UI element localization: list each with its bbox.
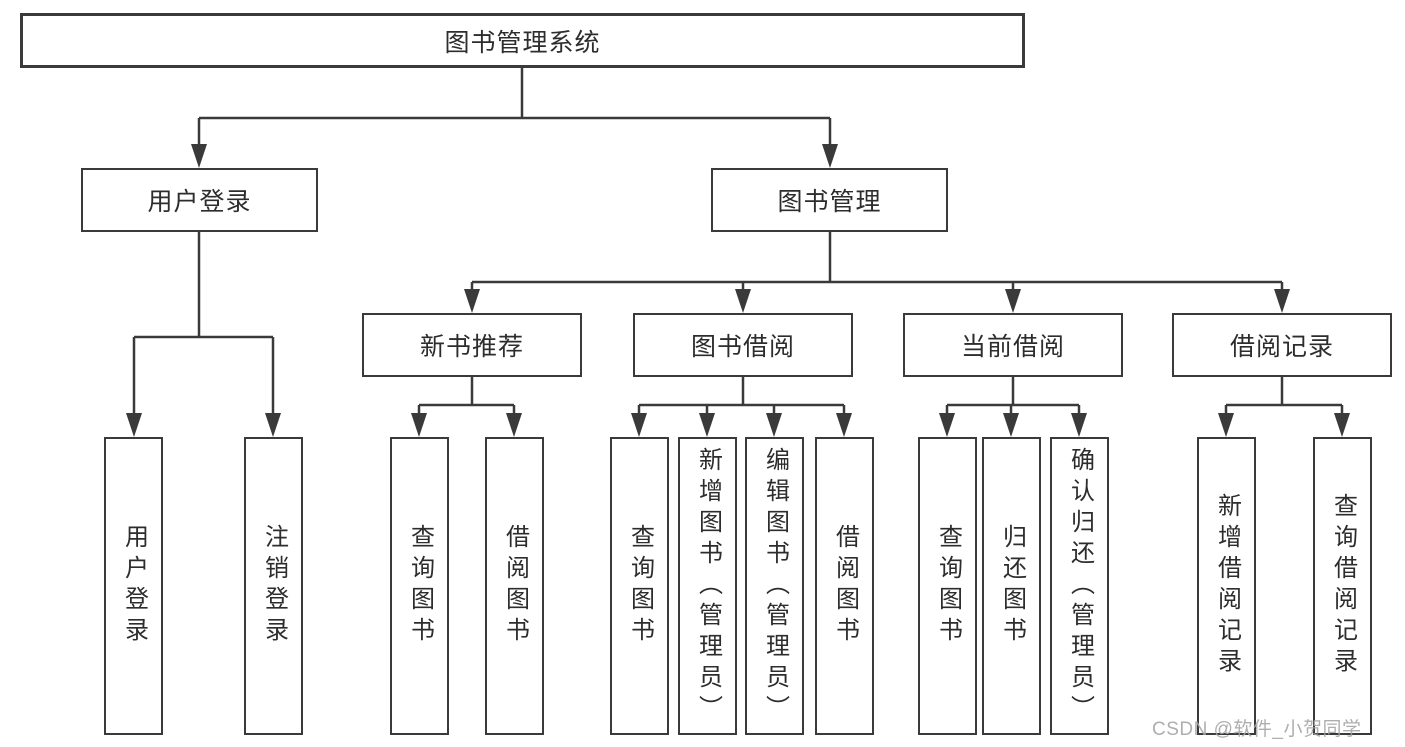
node-leaf-cb-return-books: 归还图书 (982, 437, 1041, 735)
node-label: 用户登录 (147, 188, 252, 216)
node-leaf-cb-confirm-return-admin: 确认归还（管理员） (1050, 437, 1109, 735)
node-label: 用户登录 (120, 524, 148, 648)
node-label: 查询图书 (934, 524, 962, 648)
csdn-watermark: CSDN @软件_小贺同学 (1152, 719, 1362, 740)
node-user-login-branch: 用户登录 (81, 168, 318, 232)
node-borrowing-records: 借阅记录 (1172, 313, 1392, 377)
node-label: 图书管理 (777, 188, 882, 216)
node-label: 确认归还（管理员） (1066, 446, 1094, 726)
node-label: 查询借阅记录 (1329, 493, 1357, 679)
node-leaf-br-add-record: 新增借阅记录 (1197, 437, 1256, 735)
node-current-borrowing: 当前借阅 (903, 313, 1123, 377)
node-label: 新增图书（管理员） (694, 446, 722, 726)
node-label: 查询图书 (406, 524, 434, 648)
node-leaf-nb-query-books: 查询图书 (390, 437, 449, 735)
node-label: 借阅图书 (831, 524, 859, 648)
node-leaf-cb-query-books: 查询图书 (918, 437, 977, 735)
node-label: 新书推荐 (419, 333, 524, 361)
node-book-borrowing: 图书借阅 (633, 313, 853, 377)
node-leaf-bb-edit-books-admin: 编辑图书（管理员） (745, 437, 804, 735)
node-leaf-bb-query-books: 查询图书 (610, 437, 669, 735)
node-label: 图书管理系统 (444, 28, 601, 57)
node-label: 借阅图书 (501, 524, 529, 648)
node-new-book-recommend: 新书推荐 (362, 313, 582, 377)
node-label: 查询图书 (626, 524, 654, 648)
node-label: 图书借阅 (690, 333, 795, 361)
node-label: 编辑图书（管理员） (761, 446, 789, 726)
node-leaf-nb-borrow-books: 借阅图书 (485, 437, 544, 735)
node-leaf-logout: 注销登录 (244, 437, 303, 735)
node-label: 注销登录 (260, 524, 288, 648)
node-leaf-user-login: 用户登录 (104, 437, 163, 735)
node-book-management-branch: 图书管理 (711, 168, 948, 232)
node-label: 借阅记录 (1229, 333, 1334, 361)
node-leaf-bb-add-books-admin: 新增图书（管理员） (678, 437, 737, 735)
node-leaf-br-query-record: 查询借阅记录 (1313, 437, 1372, 735)
node-leaf-bb-borrow-books: 借阅图书 (815, 437, 874, 735)
node-label: 新增借阅记录 (1213, 493, 1241, 679)
node-label: 当前借阅 (960, 333, 1065, 361)
node-label: 归还图书 (998, 524, 1026, 648)
node-root-library-system: 图书管理系统 (20, 13, 1025, 68)
